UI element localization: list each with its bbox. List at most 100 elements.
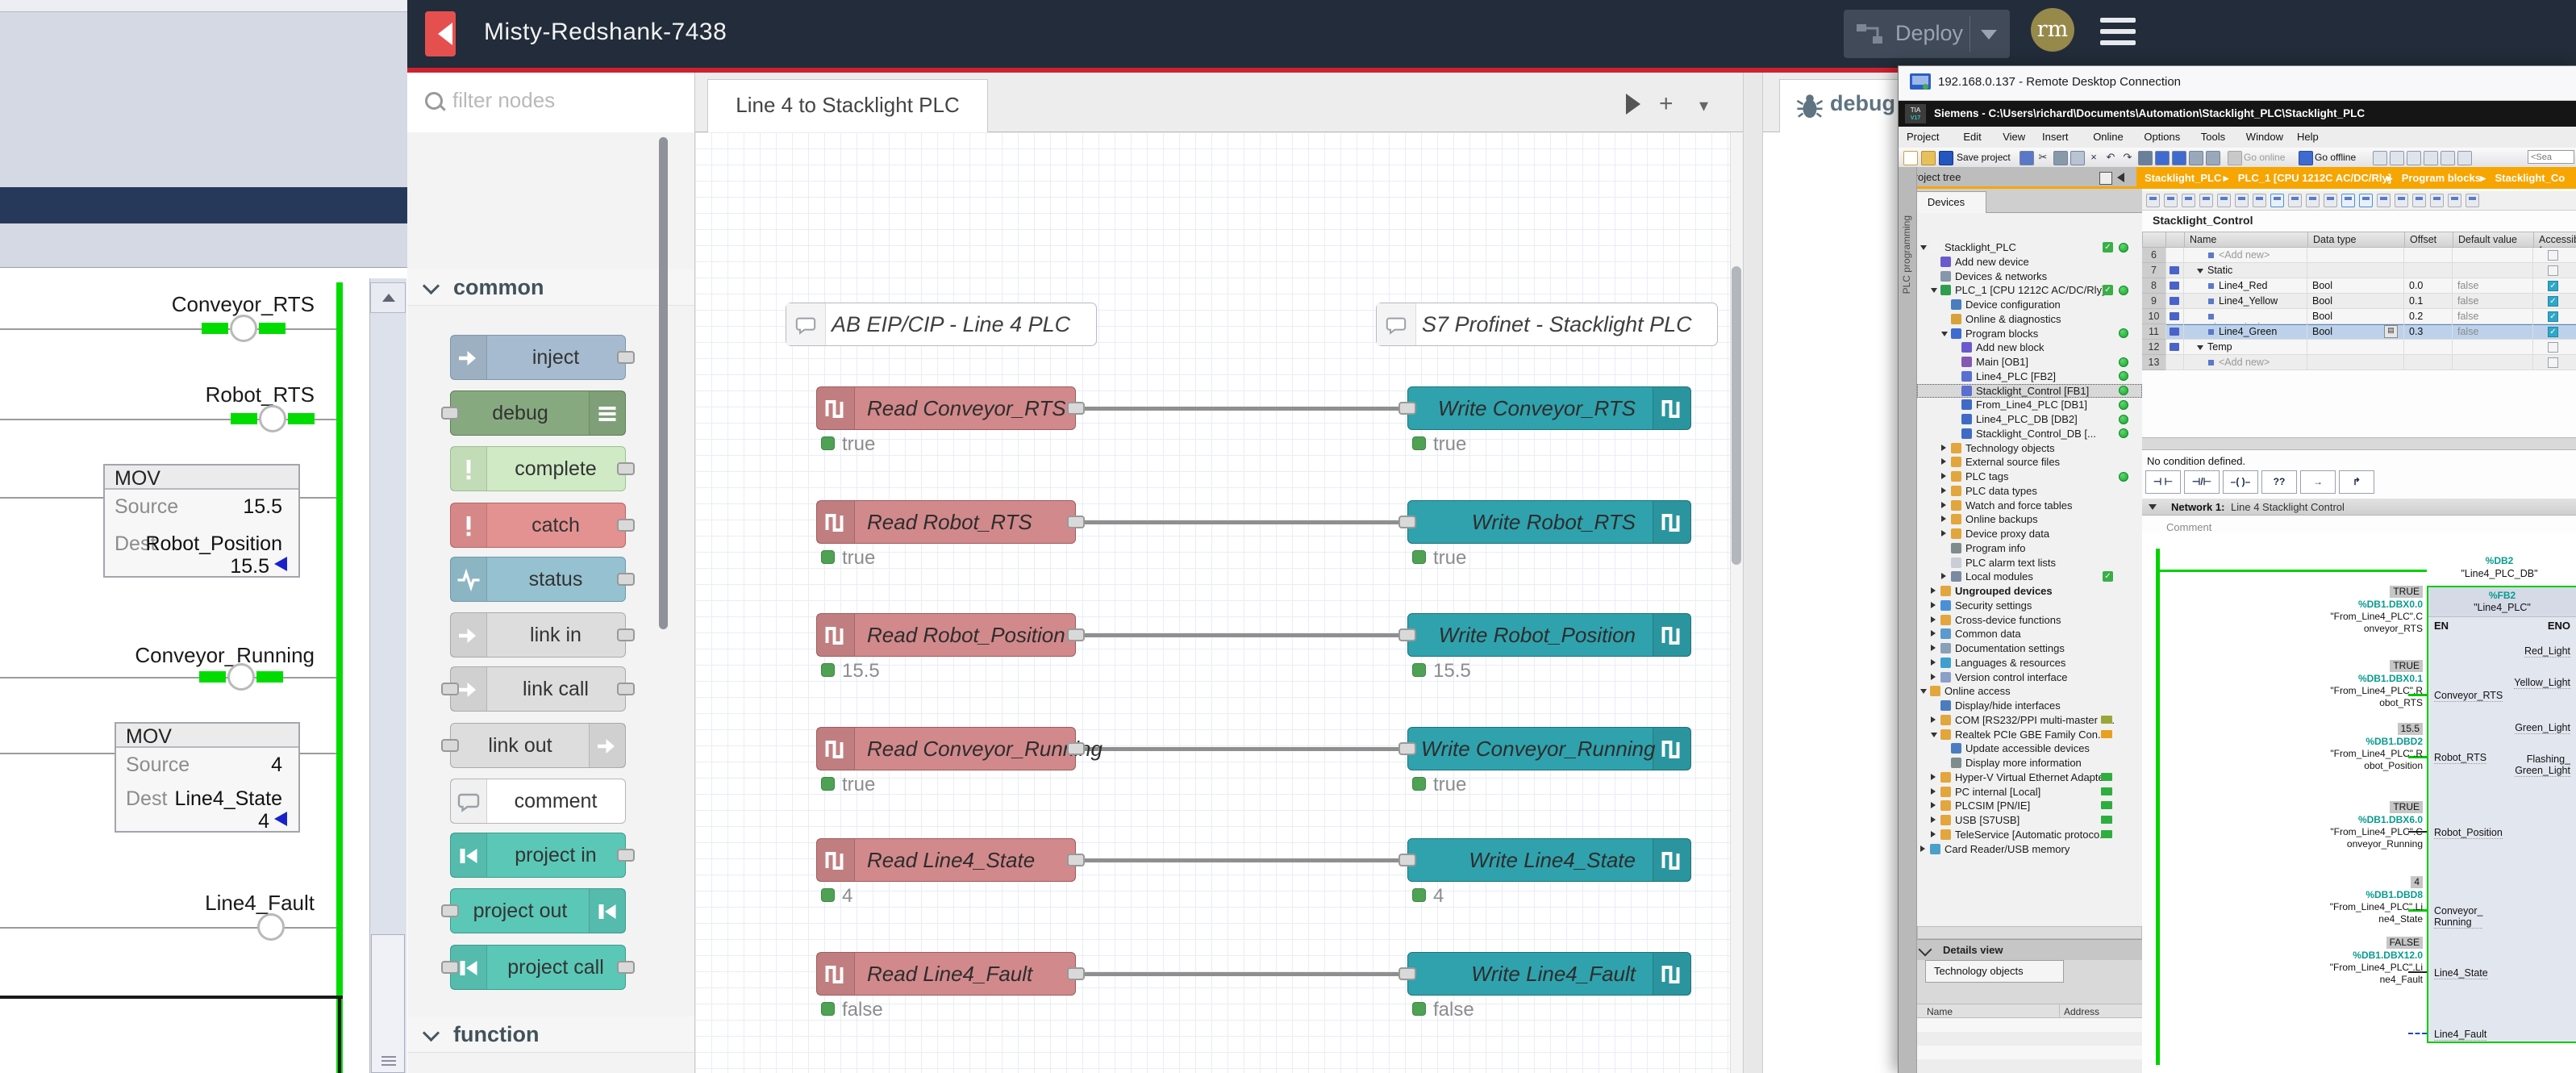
accessible-checkbox[interactable] (2548, 250, 2558, 261)
output-port[interactable] (617, 519, 635, 532)
tree-item-line4-plc-db-db2-[interactable]: Line4_PLC_DB [DB2] (1917, 412, 2142, 427)
tree-item-documentation-settings[interactable]: Documentation settings (1917, 641, 2142, 656)
expander-closed-icon[interactable] (1941, 502, 1946, 508)
tab-menu-chevron-icon[interactable]: ▾ (1699, 95, 1708, 116)
flow-canvas[interactable]: AB EIP/CIP - Line 4 PLCS7 Profinet - Sta… (695, 132, 1730, 1073)
tree-item-add-new-block[interactable]: Add new block (1917, 340, 2142, 355)
accessible-checkbox[interactable]: ✓ (2548, 281, 2558, 291)
accessible-checkbox[interactable] (2548, 265, 2558, 276)
tree-item-com-rs232-ppi-multi-master-c-[interactable]: COM [RS232/PPI multi-master c... (1917, 713, 2142, 728)
scroll-up-button[interactable] (370, 282, 406, 313)
input-port[interactable] (1398, 742, 1416, 755)
tree-item-usb-s7usb-[interactable]: USB [S7USB] (1917, 813, 2142, 828)
expander-closed-icon[interactable] (1941, 473, 1946, 479)
favorite-coil[interactable]: –( )– (2223, 470, 2258, 494)
tree-item-plc-data-types[interactable]: PLC data types (1917, 484, 2142, 499)
pin-panel-icon[interactable] (2099, 172, 2112, 185)
favorite-normally-open-contact[interactable]: ⊣ ⊢ (2145, 470, 2181, 494)
lad-canvas[interactable]: %DB2"Line4_PLC_DB"%FB2"Line4_PLC"ENENOCo… (2142, 532, 2576, 1073)
expander-closed-icon[interactable] (1931, 788, 1936, 795)
expander-closed-icon[interactable] (1941, 487, 1946, 494)
canvas-scrollbar-thumb[interactable] (1732, 266, 1741, 565)
var-default[interactable] (2453, 355, 2533, 370)
breadcrumb-segment[interactable]: Stacklight_Co (2495, 172, 2566, 184)
print-icon[interactable] (2020, 151, 2034, 165)
palette-node-link-in[interactable]: link in (450, 612, 626, 658)
palette-node-project-in[interactable]: project in (450, 833, 626, 878)
expander-closed-icon[interactable] (1931, 630, 1936, 637)
operand-name[interactable]: "From_Line4_PLC".Robot_RTS (2326, 685, 2423, 709)
var-datatype[interactable]: Bool (2307, 294, 2404, 309)
editor-splitter[interactable] (2142, 437, 2576, 450)
expander-closed-icon[interactable] (1941, 445, 1946, 451)
new-project-icon[interactable] (1903, 151, 1918, 165)
accessible-checkbox[interactable]: ✓ (2548, 311, 2558, 322)
expanded-mode-icon[interactable] (2341, 194, 2355, 207)
input-port[interactable] (1398, 516, 1416, 528)
interface-row[interactable]: 10Line4_Flash_GreenBool0.2false✓ (2142, 309, 2576, 324)
favorite-open-branch[interactable]: → (2300, 470, 2336, 494)
output-coil[interactable] (230, 315, 257, 342)
menu-tools[interactable]: Tools (2201, 131, 2225, 143)
input-port[interactable] (441, 683, 459, 695)
download-icon[interactable] (2155, 151, 2170, 165)
window-icon[interactable] (2390, 151, 2404, 165)
go-offline-button[interactable]: Go offline (2315, 152, 2356, 163)
split-h-icon[interactable] (2441, 151, 2455, 165)
tree-item-security-settings[interactable]: Security settings (1917, 599, 2142, 613)
palette-scrollbar[interactable] (659, 137, 668, 629)
var-name[interactable]: Static (2207, 265, 2232, 276)
stop-cpu-icon[interactable] (2206, 151, 2220, 165)
output-port[interactable] (617, 961, 635, 974)
open-folder-icon[interactable] (1921, 151, 1936, 165)
expander-open-icon[interactable] (1931, 288, 1937, 293)
output-port[interactable] (1067, 967, 1085, 980)
expander-open-icon[interactable] (1920, 245, 1927, 250)
expander-closed-icon[interactable] (1941, 573, 1946, 579)
accessible-checkbox[interactable] (2548, 357, 2558, 368)
palette-section-header[interactable]: function (407, 1017, 694, 1053)
var-name[interactable]: <Add new> (2219, 357, 2270, 368)
tree-item-program-info[interactable]: Program info (1917, 541, 2142, 556)
fb-output-pin[interactable]: Flashing_ Green_Light (2515, 754, 2570, 777)
tab-devices[interactable]: Devices (1906, 191, 1986, 213)
var-datatype[interactable] (2307, 340, 2404, 355)
interface-row[interactable]: 7Static (2142, 263, 2576, 278)
collapse-network-icon[interactable] (2149, 504, 2157, 510)
tree-item-device-proxy-data[interactable]: Device proxy data (1917, 527, 2142, 541)
palette-node-comment[interactable]: comment (450, 779, 626, 824)
interface-row[interactable]: 12Temp (2142, 340, 2576, 355)
tree-item-ungrouped-devices[interactable]: Ungrouped devices (1917, 584, 2142, 599)
comment-toggle-icon[interactable] (2270, 194, 2284, 207)
accessible-checkbox[interactable] (2548, 342, 2558, 353)
expander-open-icon[interactable] (1920, 689, 1927, 694)
tree-item-program-blocks[interactable]: Program blocks (1917, 327, 2142, 341)
delete-row-icon[interactable] (2164, 194, 2178, 207)
start-cpu-icon[interactable] (2189, 151, 2203, 165)
input-port[interactable] (1398, 967, 1416, 980)
tree-item-display-hide-interfaces[interactable]: Display/hide interfaces (1917, 699, 2142, 713)
var-name[interactable]: Temp (2207, 341, 2232, 353)
palette-node-status[interactable]: status (450, 557, 626, 602)
add-above-icon[interactable] (2182, 194, 2195, 207)
palette-node-project-call[interactable]: project call (450, 945, 626, 990)
var-datatype[interactable]: Bool (2307, 278, 2404, 294)
expander-closed-icon[interactable] (1931, 831, 1936, 837)
input-port[interactable] (441, 407, 459, 420)
menu-project[interactable]: Project (1907, 131, 1939, 143)
var-default[interactable] (2453, 263, 2533, 278)
output-port[interactable] (617, 628, 635, 641)
input-port[interactable] (441, 739, 459, 752)
tree-item-online-backups[interactable]: Online backups (1917, 512, 2142, 527)
tree-item-languages-resources[interactable]: Languages & resources (1917, 656, 2142, 670)
project-tree-header[interactable]: Project tree (1901, 167, 2136, 189)
operand-name[interactable]: "From_Line4_PLC".Robot_Position (2326, 748, 2423, 772)
menu-online[interactable]: Online (2093, 131, 2124, 143)
favorite-normally-closed-contact[interactable]: ⊣/⊢ (2184, 470, 2220, 494)
interface-column-header[interactable]: Accessible f... (2533, 232, 2576, 248)
fb-input-pin[interactable]: Line4_Fault (2434, 1029, 2486, 1041)
palette-node-inject[interactable]: inject (450, 335, 626, 380)
tab-technology-objects[interactable]: Technology objects (1925, 960, 2064, 983)
crossref-icon[interactable] (2424, 151, 2438, 165)
main-menu-button[interactable] (2100, 18, 2136, 50)
